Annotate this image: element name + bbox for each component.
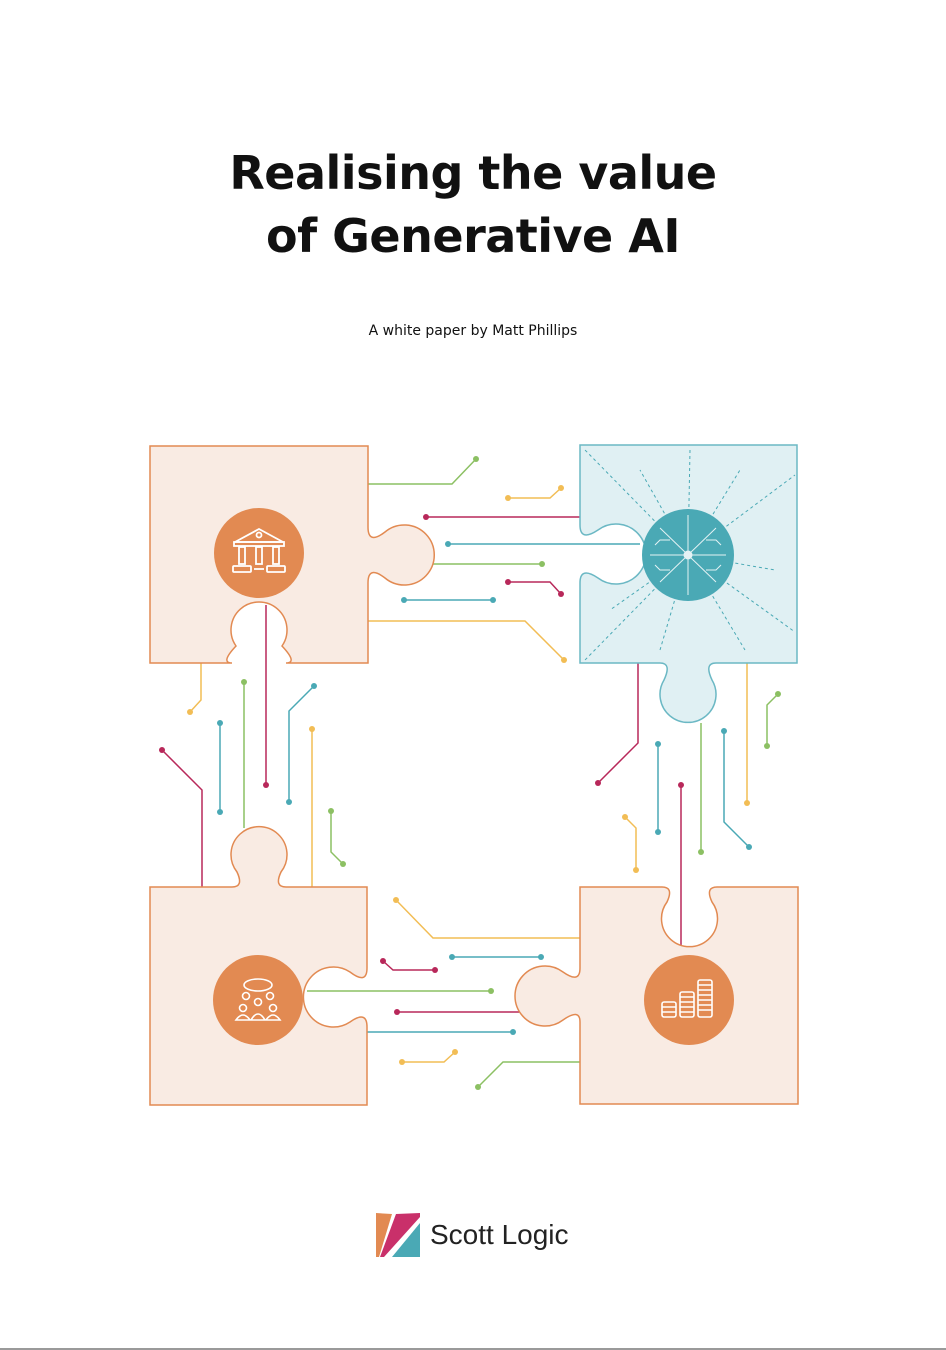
page-bottom-rule: [0, 1348, 946, 1350]
circuit-dots: [159, 456, 781, 1090]
title-line-1: Realising the value: [229, 146, 717, 200]
coin-stacks-icon: [644, 955, 734, 1045]
bank-icon: [214, 508, 304, 598]
scott-logic-logo-mark: [376, 1213, 420, 1257]
page-title: Realising the value of Generative AI: [0, 142, 946, 268]
brand-name: Scott Logic: [430, 1219, 569, 1250]
ai-chip-brain-icon: [642, 509, 734, 601]
circuit-lines: [161, 458, 779, 1088]
scott-logic-logo: Scott Logic: [376, 1213, 569, 1257]
title-line-2: of Generative AI: [266, 209, 680, 263]
team-idea-icon: [213, 955, 303, 1045]
author-byline: A white paper by Matt Phillips: [368, 323, 578, 339]
